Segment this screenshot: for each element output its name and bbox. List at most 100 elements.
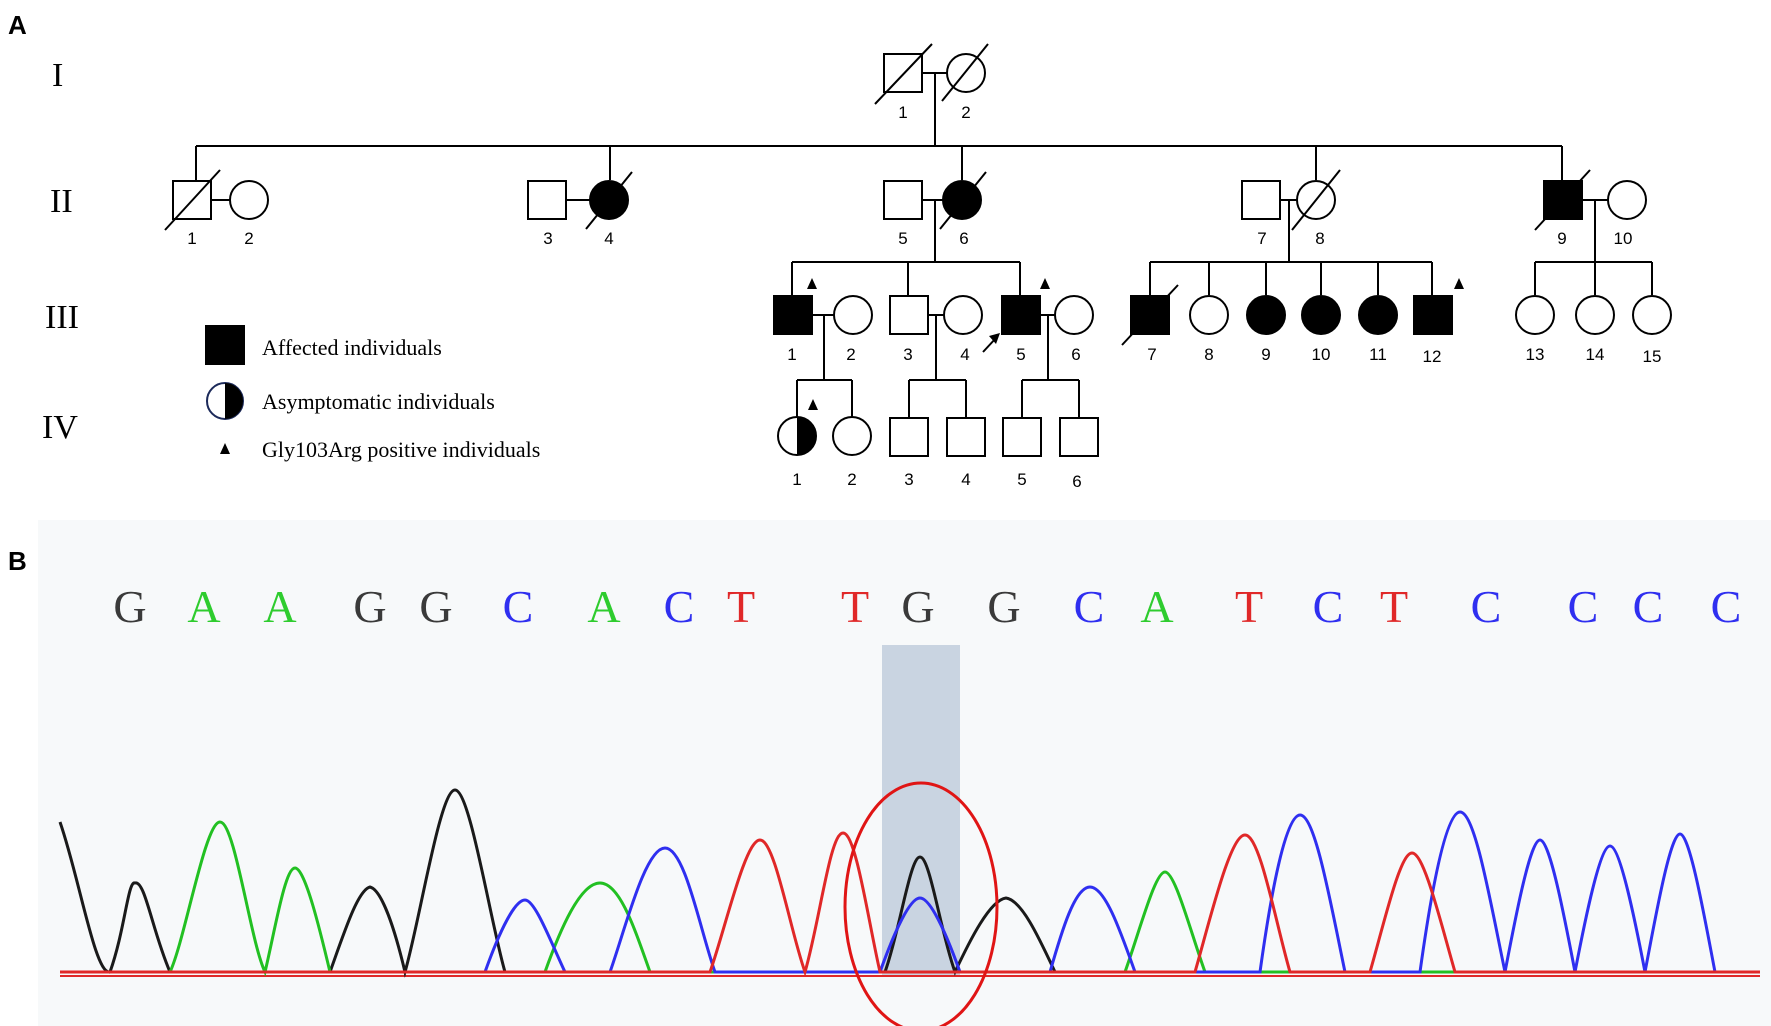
- individual-III-5-proband: [982, 278, 1050, 353]
- id-number: 1: [792, 470, 801, 489]
- individual-IV-5: [1002, 417, 1042, 457]
- individual-IV-3: [889, 417, 929, 457]
- individual-II-3: [527, 180, 567, 220]
- id-number: 10: [1614, 229, 1633, 248]
- individual-II-5: [883, 180, 923, 220]
- base-letter: C: [1568, 581, 1599, 632]
- individual-III-7: [1121, 284, 1179, 346]
- base-letter: G: [419, 581, 452, 632]
- positive-marker-icon: [1454, 278, 1464, 289]
- base-letter: T: [1380, 581, 1408, 632]
- positive-marker-icon: [220, 443, 230, 454]
- individual-III-13: [1515, 295, 1555, 335]
- trace-t: [60, 831, 1760, 977]
- id-number: 5: [898, 229, 907, 248]
- id-number: 7: [1147, 345, 1156, 364]
- base-letter: C: [1633, 581, 1664, 632]
- id-number: 14: [1586, 345, 1605, 364]
- pedigree-lines: [195, 72, 1653, 417]
- individual-II-8: [1291, 169, 1341, 231]
- id-number: 6: [959, 229, 968, 248]
- base-letter: A: [1140, 581, 1173, 632]
- base-letter: T: [727, 581, 755, 632]
- base-letter: C: [1471, 581, 1502, 632]
- id-number: 2: [961, 103, 970, 122]
- id-number: 9: [1261, 345, 1270, 364]
- base-letter: C: [664, 581, 695, 632]
- individual-III-6: [1054, 295, 1094, 335]
- id-number: 1: [898, 103, 907, 122]
- base-letter: C: [1074, 581, 1105, 632]
- id-number: 9: [1557, 229, 1566, 248]
- id-number: 2: [846, 345, 855, 364]
- individual-III-3: [889, 295, 929, 335]
- highlight-column: [882, 645, 960, 975]
- generation-label-1: I: [52, 57, 63, 94]
- base-letter: A: [587, 581, 620, 632]
- positive-marker-icon: [807, 278, 817, 289]
- id-number: 7: [1257, 229, 1266, 248]
- sequence-letters: G A A G G C A C T T G G C A T C T C C C …: [113, 581, 1741, 632]
- base-letter: G: [987, 581, 1020, 632]
- id-number: 8: [1315, 229, 1324, 248]
- individual-II-4: [585, 171, 633, 230]
- base-letter: C: [503, 581, 534, 632]
- id-number: 2: [847, 470, 856, 489]
- id-number: 12: [1423, 347, 1442, 366]
- individual-III-1: [773, 278, 817, 335]
- individual-II-10: [1607, 180, 1647, 220]
- legend-positive-label: Gly103Arg positive individuals: [262, 437, 540, 462]
- id-number: 3: [904, 470, 913, 489]
- trace-a: [60, 820, 1760, 977]
- affected-swatch-icon: [205, 325, 245, 365]
- individual-IV-4: [946, 417, 986, 457]
- individual-III-15: [1632, 295, 1672, 335]
- positive-marker-icon: [1040, 278, 1050, 289]
- individual-II-7: [1241, 180, 1281, 220]
- individual-IV-1: [777, 399, 818, 456]
- proband-arrow-icon: [989, 333, 1000, 344]
- id-number: 6: [1071, 345, 1080, 364]
- individual-III-9: [1246, 295, 1286, 335]
- base-letter: T: [841, 581, 869, 632]
- individual-III-14: [1575, 295, 1615, 335]
- individual-III-11: [1358, 295, 1398, 335]
- legend-affected-label: Affected individuals: [262, 335, 442, 360]
- positive-marker-icon: [808, 399, 818, 410]
- id-number: 4: [604, 229, 613, 248]
- id-number: 13: [1526, 345, 1545, 364]
- legend-asymptomatic-label: Asymptomatic individuals: [262, 389, 495, 414]
- base-letter: A: [187, 581, 220, 632]
- id-number: 10: [1312, 345, 1331, 364]
- individual-III-12: [1413, 278, 1464, 335]
- id-number: 1: [187, 229, 196, 248]
- individual-III-8: [1189, 295, 1229, 335]
- id-number: 5: [1017, 470, 1026, 489]
- individual-IV-2: [832, 416, 872, 456]
- base-letter: G: [113, 581, 146, 632]
- chromatogram-traces: [58, 788, 1760, 978]
- base-letter: C: [1313, 581, 1344, 632]
- individual-I-1: [874, 43, 933, 105]
- id-number: 11: [1369, 345, 1387, 364]
- individual-II-2: [229, 180, 269, 220]
- individual-I-2: [941, 43, 989, 102]
- id-number: 4: [960, 345, 969, 364]
- id-number: 4: [961, 470, 970, 489]
- base-letter: A: [263, 581, 296, 632]
- id-number: 1: [787, 345, 796, 364]
- individual-II-6: [939, 171, 987, 230]
- id-number: 2: [244, 229, 253, 248]
- individual-III-4: [943, 295, 983, 335]
- legend: Affected individuals Asymptomatic indivi…: [205, 325, 540, 462]
- id-number: 5: [1016, 345, 1025, 364]
- individual-IV-6: [1059, 417, 1099, 457]
- base-letter: G: [901, 581, 934, 632]
- id-number: 3: [543, 229, 552, 248]
- individual-III-2: [833, 295, 873, 335]
- id-number: 3: [903, 345, 912, 364]
- individual-III-10: [1301, 295, 1341, 335]
- id-number: 15: [1643, 347, 1662, 366]
- id-number: 6: [1072, 472, 1081, 491]
